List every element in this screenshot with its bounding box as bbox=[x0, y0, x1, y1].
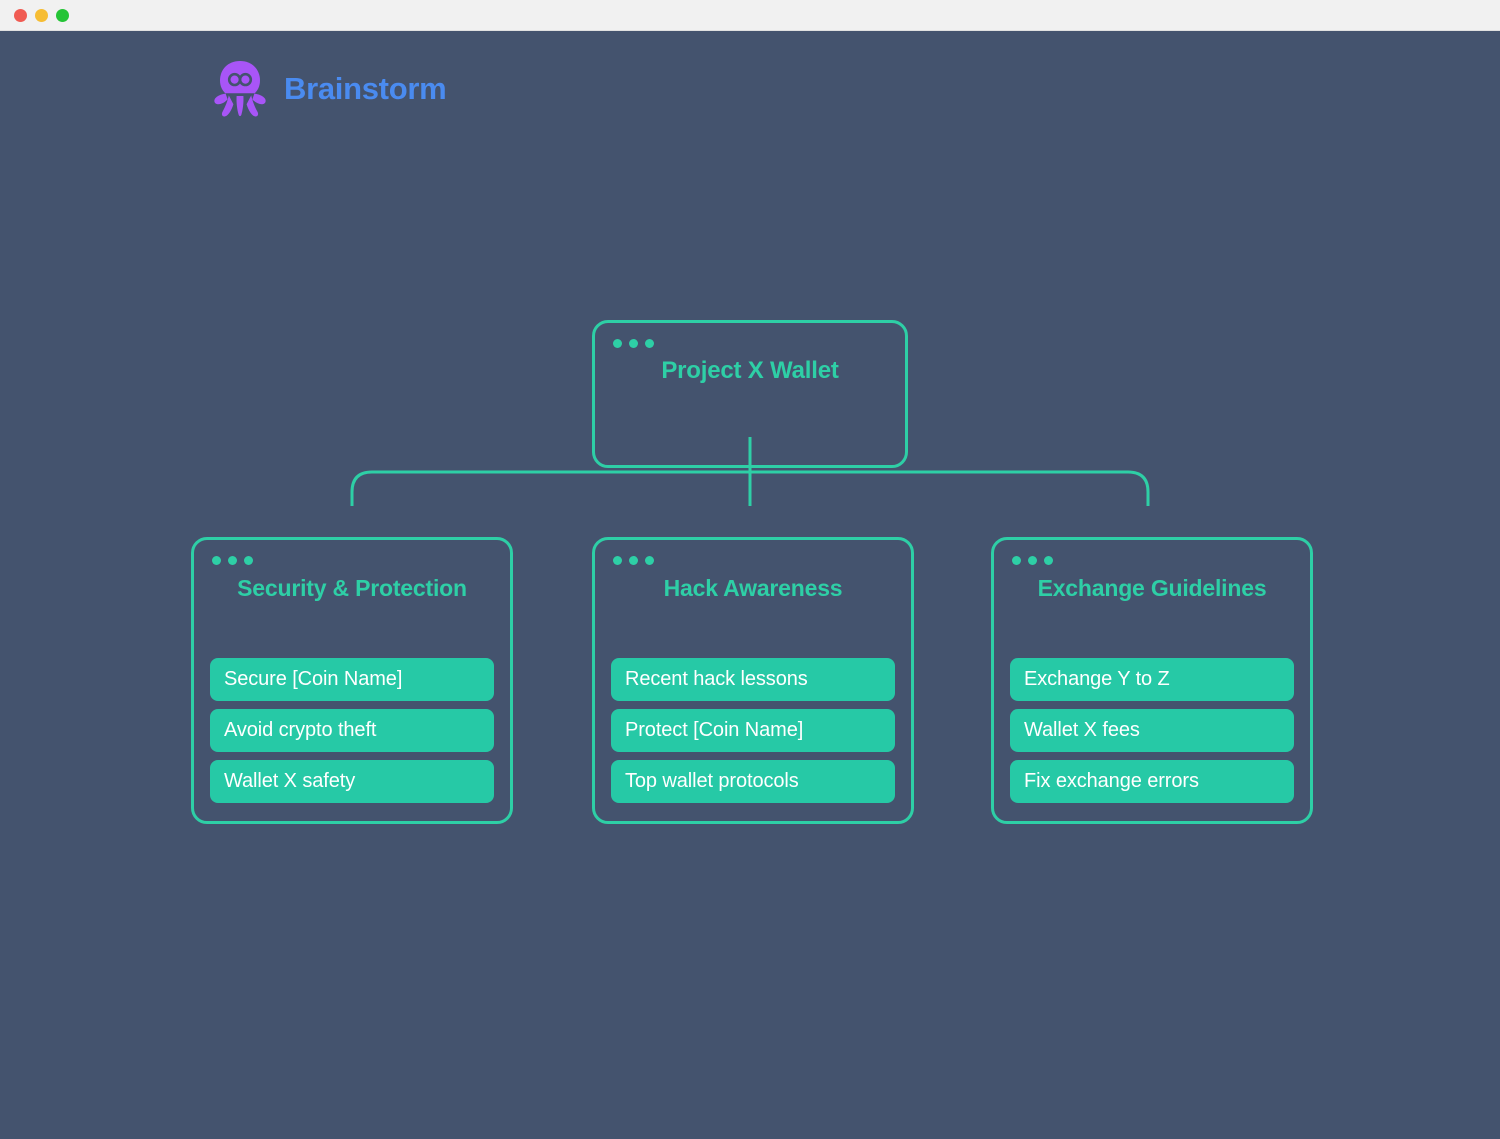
brand: Brainstorm bbox=[214, 60, 447, 118]
branch-item-list: Exchange Y to Z Wallet X fees Fix exchan… bbox=[1010, 658, 1294, 803]
branch-title: Exchange Guidelines bbox=[1037, 575, 1267, 601]
mindmap-canvas[interactable]: Brainstorm Project X Wallet bbox=[0, 31, 1500, 1139]
list-item[interactable]: Top wallet protocols bbox=[611, 760, 895, 803]
list-item[interactable]: Exchange Y to Z bbox=[1010, 658, 1294, 701]
list-item[interactable]: Fix exchange errors bbox=[1010, 760, 1294, 803]
mindmap-branch-hack-awareness[interactable]: Hack Awareness Recent hack lessons Prote… bbox=[592, 537, 914, 824]
mindmap-branch-security-protection[interactable]: Security & Protection Secure [Coin Name]… bbox=[191, 537, 513, 824]
branch-title: Security & Protection bbox=[237, 575, 467, 601]
close-window-button[interactable] bbox=[14, 9, 27, 22]
list-item[interactable]: Protect [Coin Name] bbox=[611, 709, 895, 752]
brand-name: Brainstorm bbox=[284, 71, 447, 106]
branch-item-list: Secure [Coin Name] Avoid crypto theft Wa… bbox=[210, 658, 494, 803]
node-dots-icon bbox=[613, 556, 654, 565]
branch-item-list: Recent hack lessons Protect [Coin Name] … bbox=[611, 658, 895, 803]
maximize-window-button[interactable] bbox=[56, 9, 69, 22]
window-titlebar bbox=[0, 0, 1500, 31]
minimize-window-button[interactable] bbox=[35, 9, 48, 22]
node-dots-icon bbox=[1012, 556, 1053, 565]
list-item[interactable]: Wallet X fees bbox=[1010, 709, 1294, 752]
octopus-icon bbox=[214, 60, 266, 118]
list-item[interactable]: Avoid crypto theft bbox=[210, 709, 494, 752]
list-item[interactable]: Secure [Coin Name] bbox=[210, 658, 494, 701]
traffic-lights bbox=[14, 9, 69, 22]
node-dots-icon bbox=[212, 556, 253, 565]
mindmap-branch-exchange-guidelines[interactable]: Exchange Guidelines Exchange Y to Z Wall… bbox=[991, 537, 1313, 824]
branch-title: Hack Awareness bbox=[663, 575, 843, 601]
root-node-title: Project X Wallet bbox=[661, 357, 839, 384]
list-item[interactable]: Recent hack lessons bbox=[611, 658, 895, 701]
mindmap-root-node[interactable]: Project X Wallet bbox=[592, 320, 908, 468]
list-item[interactable]: Wallet X safety bbox=[210, 760, 494, 803]
node-dots-icon bbox=[613, 339, 654, 348]
